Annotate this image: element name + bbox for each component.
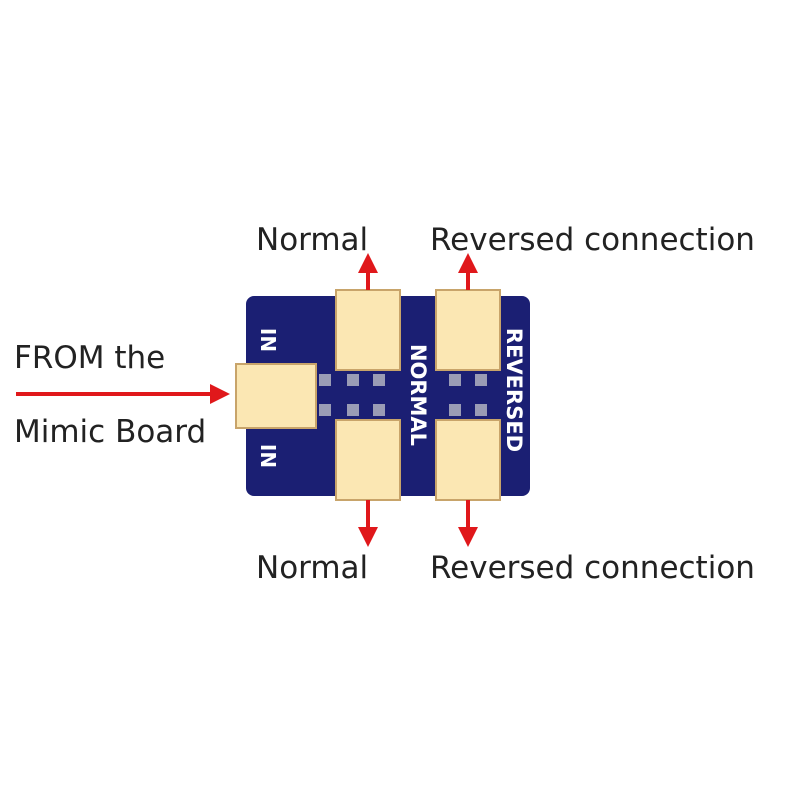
- normal-top-connector: [335, 289, 401, 371]
- normal-bottom-connector: [335, 419, 401, 501]
- top-normal-label: Normal: [256, 222, 368, 258]
- bottom-reversed-label: Reversed connection: [430, 550, 755, 586]
- top-reversed-label: Reversed connection: [430, 222, 755, 258]
- contact-pads: [319, 374, 487, 416]
- reversed-label: REVERSED: [502, 328, 526, 452]
- pad: [475, 374, 487, 386]
- in-bottom-label: IN: [256, 444, 280, 468]
- pad: [347, 404, 359, 416]
- reversed-bottom-connector: [435, 419, 501, 501]
- from-label-line2: Mimic Board: [14, 414, 206, 450]
- pad: [449, 374, 461, 386]
- in-top-label: IN: [256, 328, 280, 352]
- pad: [449, 404, 461, 416]
- normal-label: NORMAL: [406, 344, 430, 446]
- pad: [347, 374, 359, 386]
- pad: [319, 374, 331, 386]
- pad: [373, 374, 385, 386]
- pad: [319, 404, 331, 416]
- pad: [373, 404, 385, 416]
- from-label-line1: FROM the: [14, 340, 165, 376]
- pad: [475, 404, 487, 416]
- reversed-top-connector: [435, 289, 501, 371]
- input-connector: [235, 363, 317, 429]
- bottom-normal-label: Normal: [256, 550, 368, 586]
